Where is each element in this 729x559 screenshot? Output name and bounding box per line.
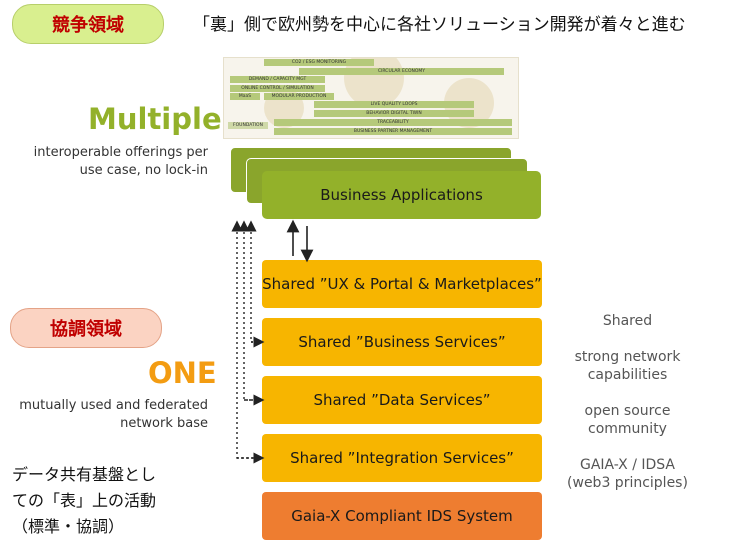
multiple-description: interoperable offerings per use case, no… (10, 144, 208, 180)
use-case-thumbnail: CO2 / ESG MONITORING CIRCULAR ECONOMY DE… (223, 57, 519, 139)
one-description-line: network base (120, 416, 208, 431)
note-line: open source (584, 403, 671, 419)
thumb-bar: BUSINESS PARTNER MANAGEMENT (274, 128, 512, 135)
note-line: Shared (602, 313, 653, 329)
thumb-bar: BEHAVIOR DIGITAL TWIN (314, 110, 474, 117)
note-line: strong network (574, 349, 681, 365)
one-description: mutually used and federated network base (0, 397, 208, 433)
multiple-description-line: interoperable offerings per (33, 145, 208, 160)
competition-area-pill: 競争領域 (12, 4, 164, 44)
jp-note-line: ての「表」上の活動 (12, 491, 157, 510)
jp-note-line: データ共有基盤とし (12, 465, 157, 484)
layer-data-services: Shared ”Data Services” (262, 376, 542, 424)
layer-integration-services: Shared ”Integration Services” (262, 434, 542, 482)
thumb-bar: ONLINE CONTROL / SIMULATION (230, 85, 325, 92)
cooperation-area-label: 協調領域 (50, 319, 122, 340)
layer-label: Shared ”Integration Services” (290, 449, 514, 467)
layer-label: Shared ”Business Services” (298, 333, 506, 351)
thumb-bar: LIVE QUALITY LOOPS (314, 101, 474, 108)
right-notes: Shared strong network capabilities open … (555, 312, 700, 510)
layer-label: Shared ”Data Services” (313, 391, 491, 409)
note-network: strong network capabilities (555, 348, 700, 384)
multiple-title: Multiple (88, 102, 222, 136)
double-arrow-icon (286, 219, 314, 263)
thumb-bar: MaaS (230, 93, 260, 100)
layer-gaia-x-ids-system: Gaia-X Compliant IDS System (262, 492, 542, 540)
business-applications-box: Business Applications (262, 171, 541, 219)
one-description-line: mutually used and federated (19, 398, 208, 413)
dotted-connectors (231, 220, 258, 459)
layer-label: Gaia-X Compliant IDS System (291, 507, 513, 525)
thumb-bar: CO2 / ESG MONITORING (264, 59, 374, 66)
note-open-source: open source community (555, 402, 700, 438)
multiple-description-line: use case, no lock-in (79, 163, 208, 178)
layer-label: Shared ”UX & Portal & Marketplaces” (262, 275, 542, 293)
note-line: (web3 principles) (567, 475, 688, 491)
headline: 「裏」側で欧州勢を中心に各社ソリューション開発が着々と進む (193, 15, 686, 35)
note-line: capabilities (587, 367, 668, 383)
competition-area-label: 競争領域 (52, 15, 124, 36)
one-title: ONE (148, 356, 217, 390)
gear-icon (344, 58, 404, 108)
jp-note: データ共有基盤とし ての「表」上の活動 （標準・協調） (12, 462, 156, 540)
business-applications-label: Business Applications (320, 186, 483, 204)
thumb-bar: TRACEABILITY (274, 119, 512, 126)
note-line: GAIA-X / IDSA (579, 457, 676, 473)
note-line: community (588, 421, 667, 437)
cooperation-area-pill: 協調領域 (10, 308, 162, 348)
thumb-bar: DEMAND / CAPACITY MGT (230, 76, 325, 83)
thumb-bar: FOUNDATION (228, 122, 268, 129)
dotted-arrowheads (237, 336, 265, 464)
jp-note-line: （標準・協調） (12, 517, 125, 536)
thumb-bar: CIRCULAR ECONOMY (299, 68, 504, 75)
note-gaia-x: GAIA-X / IDSA (web3 principles) (555, 456, 700, 492)
layer-business-services: Shared ”Business Services” (262, 318, 542, 366)
layer-ux-portal-marketplaces: Shared ”UX & Portal & Marketplaces” (262, 260, 542, 308)
note-shared: Shared (555, 312, 700, 330)
thumb-bar: MODULAR PRODUCTION (264, 93, 334, 100)
